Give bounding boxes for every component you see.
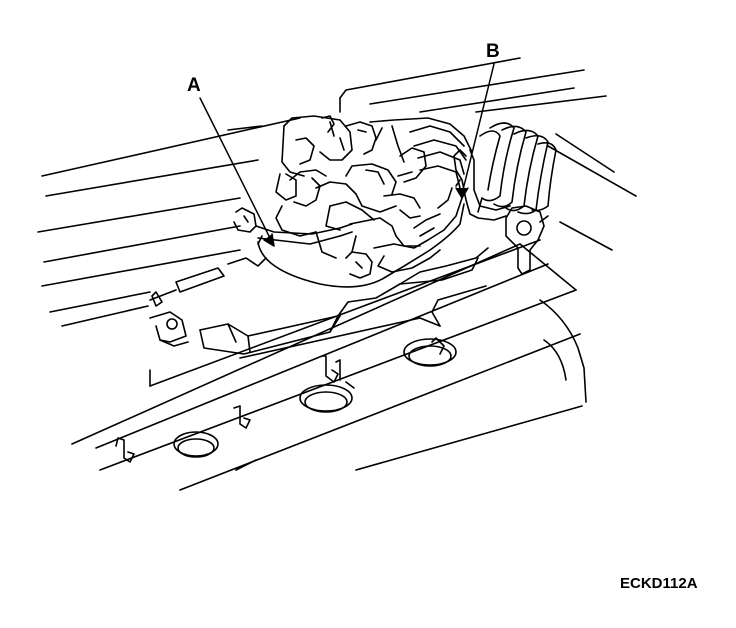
harness-clips — [115, 337, 445, 463]
leader-line-b — [461, 63, 495, 195]
left-background-panels — [37, 117, 301, 327]
leader-arrow-a — [263, 233, 275, 247]
callout-label-b: B — [486, 41, 500, 62]
leader-lines — [199, 63, 495, 247]
throttle-body — [233, 115, 473, 279]
figure-code: ECKD112A — [620, 575, 698, 592]
leader-arrow-b — [455, 187, 469, 199]
cylinder-head-cover — [71, 239, 587, 491]
right-background-panels — [339, 57, 637, 251]
harness-loop-a — [257, 203, 465, 288]
leader-line-a — [199, 97, 273, 243]
air-intake-duct — [477, 122, 557, 215]
mounting-bracket — [505, 205, 545, 275]
spark-plug-holes — [173, 338, 457, 458]
callout-label-a: A — [187, 75, 201, 96]
throttle-cable — [149, 257, 267, 347]
